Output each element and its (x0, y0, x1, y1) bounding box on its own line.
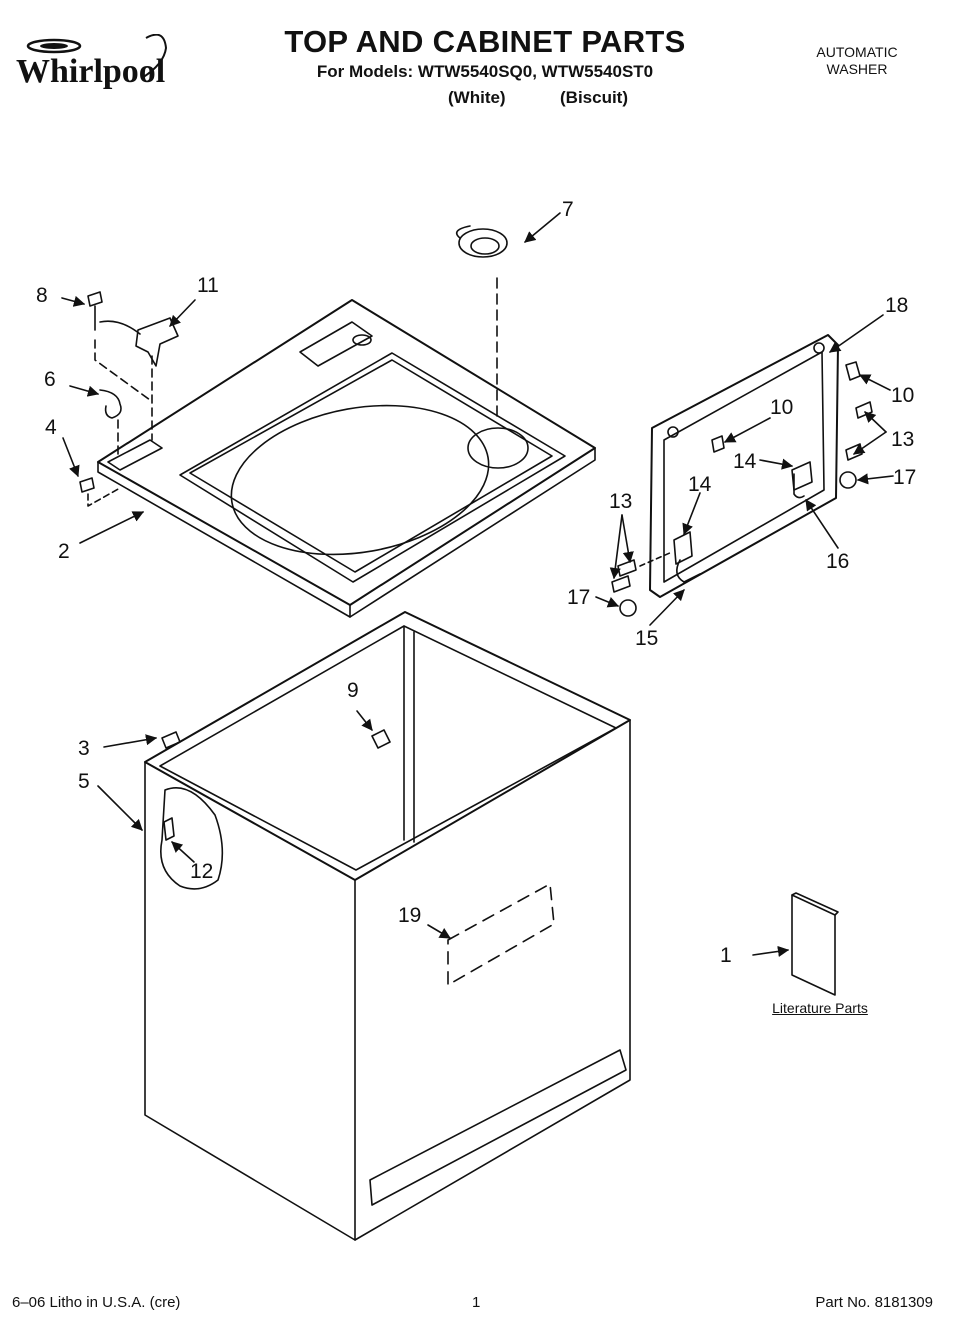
callout-17-right: 17 (893, 466, 916, 489)
appliance-type: AUTOMATIC WASHER (787, 44, 927, 78)
color-biscuit: (Biscuit) (560, 88, 628, 107)
callout-10-left: 10 (770, 396, 793, 419)
color-white: (White) (448, 88, 506, 107)
callout-7: 7 (562, 198, 574, 221)
callout-19: 19 (398, 904, 421, 927)
literature-parts-label: Literature Parts (772, 1000, 868, 1016)
literature-parts-booklet (791, 892, 839, 996)
lid-switch-assembly (79, 291, 179, 507)
footer-part-number: Part No. 8181309 (815, 1294, 933, 1311)
callout-10-right: 10 (891, 384, 914, 407)
washer-top-panel (97, 299, 596, 618)
callout-13-right: 13 (891, 428, 914, 451)
callout-leaders (61, 212, 894, 957)
washer-cabinet (144, 611, 631, 1241)
callout-14-left: 14 (688, 473, 712, 496)
callout-14-right: 14 (733, 450, 757, 473)
footer-litho: 6–06 Litho in U.S.A. (cre) (12, 1294, 181, 1311)
bleach-dispenser-cup (455, 225, 508, 421)
callout-18: 18 (885, 294, 908, 317)
callout-17-left: 17 (567, 586, 590, 609)
callout-1: 1 (720, 944, 732, 967)
appliance-type-line2: WASHER (826, 61, 888, 77)
callout-16: 16 (826, 550, 849, 573)
callout-9: 9 (347, 679, 359, 702)
callout-numbers: 7 8 11 6 4 2 3 5 12 9 19 1 18 10 10 13 1… (36, 198, 916, 967)
whirlpool-logo-graphic: Whirlpool (16, 33, 168, 90)
whirlpool-logo: Whirlpool (14, 33, 194, 94)
appliance-type-line1: AUTOMATIC (816, 44, 898, 60)
callout-8: 8 (36, 284, 48, 307)
callout-13-left: 13 (609, 490, 632, 513)
washer-lid (611, 334, 873, 617)
callout-3: 3 (78, 737, 90, 760)
callout-12: 12 (190, 860, 213, 883)
callout-2: 2 (58, 540, 70, 563)
callout-11: 11 (197, 274, 219, 297)
brand-wordmark: Whirlpool (16, 53, 165, 90)
models-line: For Models: WTW5540SQ0, WTW5540ST0 (316, 62, 654, 81)
callout-4: 4 (45, 416, 57, 439)
callout-15: 15 (635, 627, 658, 650)
callout-5: 5 (78, 770, 90, 793)
page-title: TOP AND CABINET PARTS (284, 24, 686, 59)
footer-page-number: 1 (472, 1294, 481, 1311)
callout-6: 6 (44, 368, 56, 391)
